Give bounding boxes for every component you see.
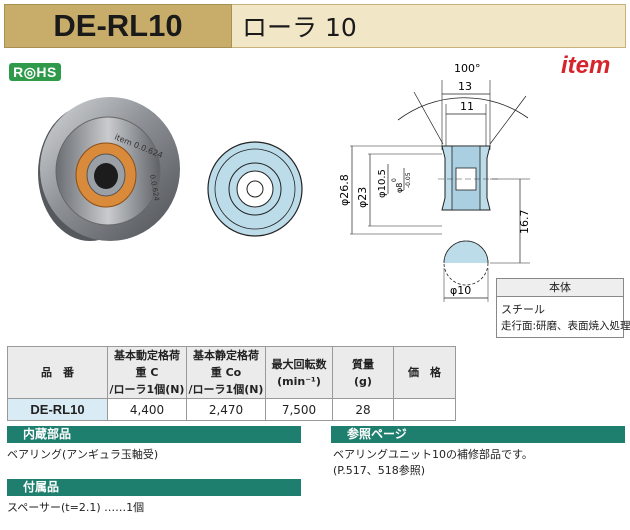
product-name-title: ローラ 10 xyxy=(232,4,626,48)
cell-code: DE-RL10 xyxy=(7,398,108,421)
col-mass: 質量(g) xyxy=(332,346,394,399)
shaft-contact xyxy=(443,240,489,264)
product-photo: item 0.0.624 0.0.624 xyxy=(38,97,180,241)
body-material: スチール xyxy=(501,303,545,316)
rohs-badge: R◎HS xyxy=(9,63,61,81)
bore-hole xyxy=(94,163,118,189)
dim-dia-10-5: φ10.5 xyxy=(377,169,388,198)
cell-price xyxy=(393,398,456,421)
dim-width-13: 13 xyxy=(458,80,472,93)
body-spec-box: 本体 スチール 走行面:研磨、表面焼入処理 xyxy=(496,278,630,338)
body-spec-header: 本体 xyxy=(497,279,623,297)
builtin-parts-bar: 内蔵部品 xyxy=(7,426,301,443)
bore-circle xyxy=(246,180,264,198)
col-price: 価 格 xyxy=(393,346,456,399)
dim-width-11: 11 xyxy=(460,100,474,113)
groove-circle xyxy=(214,148,296,230)
angle-leg-left xyxy=(413,91,444,145)
reference-page-text-1: ベアリングユニット10の補修部品です。 xyxy=(333,448,533,461)
angle-leg-right xyxy=(489,95,527,145)
accessories-text: スペーサー(t=2.1) ……1個 xyxy=(7,501,145,514)
cell-dynamic-load: 4,400 xyxy=(107,398,187,421)
accessories-bar: 付属品 xyxy=(7,479,301,496)
angle-arc xyxy=(397,97,529,121)
dim-dia-26-8: φ26.8 xyxy=(338,174,351,206)
col-dynamic-load: 基本動定格荷重 C/ローラ1個(N) xyxy=(107,346,187,399)
cell-static-load: 2,470 xyxy=(186,398,266,421)
side-view-drawing: 100° 13 11 φ26.8 φ23 φ10.5 φ8 0 -0.05 16… xyxy=(338,62,530,302)
col-static-load: 基本静定格荷重 Co/ローラ1個(N) xyxy=(186,346,266,399)
dim-tol-lower: -0.05 xyxy=(405,172,412,188)
table-header-row: 品 番 基本動定格荷重 C/ローラ1個(N) 基本静定格荷重 Co/ローラ1個(… xyxy=(7,346,456,399)
dim-tol-upper: 0 xyxy=(391,178,398,182)
col-code: 品 番 xyxy=(7,346,108,399)
cell-mass: 28 xyxy=(332,398,394,421)
reference-page-text-2: (P.517、518参照) xyxy=(333,464,425,477)
body-treatment: 走行面:研磨、表面焼入処理 xyxy=(501,320,630,332)
dim-16-7: 16.7 xyxy=(518,210,530,235)
dim-dia-8: φ8 xyxy=(395,183,404,193)
reference-page-bar: 参照ページ xyxy=(331,426,625,443)
brand-logo: item xyxy=(561,52,611,79)
builtin-parts-text: ベアリング(アンギュラ玉軸受) xyxy=(7,448,159,461)
table-row: DE-RL10 4,400 2,470 7,500 28 xyxy=(7,398,456,421)
spec-table: 品 番 基本動定格荷重 C/ローラ1個(N) 基本静定格荷重 Co/ローラ1個(… xyxy=(7,346,456,421)
cell-max-speed: 7,500 xyxy=(265,398,333,421)
product-code-title: DE-RL10 xyxy=(4,4,232,48)
col-max-speed: 最大回転数(min⁻¹) xyxy=(265,346,333,399)
angle-label: 100° xyxy=(454,62,481,75)
front-view-drawing xyxy=(207,141,303,237)
dim-dia-10: φ10 xyxy=(450,284,471,297)
dim-dia-23: φ23 xyxy=(356,187,369,208)
